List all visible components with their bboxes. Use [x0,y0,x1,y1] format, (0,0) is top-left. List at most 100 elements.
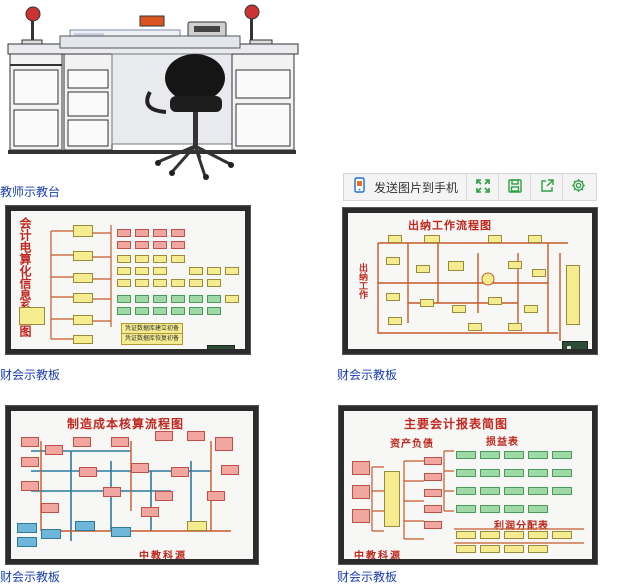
flow-node [117,295,131,303]
section-header-balance: 资产负债 [390,439,434,450]
settings-button[interactable] [563,174,594,200]
flow-node [504,545,524,553]
flowchart-lines [50,225,112,340]
side-label: 出纳工作 [357,263,367,299]
board-device [562,341,588,349]
flow-node [456,451,476,459]
caption-board-2[interactable]: 财会示教板 [337,368,398,382]
flow-node [488,297,502,305]
teacher-desk-image[interactable] [0,0,300,182]
board-footer: 中教科源 [354,551,402,559]
flow-node [566,265,580,325]
save-icon [507,178,522,197]
save-button[interactable] [499,174,532,200]
flow-node [424,521,442,529]
flow-node [73,437,91,447]
flow-node [424,235,440,243]
flow-node [504,505,524,513]
send-to-phone-label: 发送图片到手机 [374,180,459,195]
flow-node [524,305,538,313]
flow-node [225,295,239,303]
board-title: 主要会计报表简图 [404,417,509,431]
board-cost-accounting-image[interactable]: 制造成本核算流程图 中教科源 [5,405,259,565]
phone-send-icon [352,177,368,197]
image-toolbar: 发送图片到手机 [343,173,597,201]
board-surface: 制造成本核算流程图 中教科源 [11,411,253,559]
flow-node [456,487,476,495]
flow-node [135,267,149,275]
flow-node [153,295,167,303]
board-title: 制造成本核算流程图 [67,417,185,431]
board-title: 出纳工作流程图 [408,219,492,232]
flow-node [171,295,185,303]
flow-node [117,255,131,263]
flow-node [207,491,225,501]
flow-node [73,293,93,303]
flow-node [352,461,370,475]
flow-node [17,523,37,533]
flow-node [189,295,203,303]
flow-node [532,269,546,277]
flow-node [21,457,39,467]
flow-node [153,279,167,287]
flow-node [456,545,476,553]
fullscreen-icon [475,178,490,197]
flow-node [528,235,542,243]
flow-node [552,451,572,459]
flow-node [424,489,442,497]
flow-node [452,305,466,313]
flow-node [41,529,61,539]
caption-board-3[interactable]: 财会示教板 [0,570,61,584]
flow-node [388,235,402,243]
board-surface: 会计电算化信息系统图 [11,211,245,349]
share-button[interactable] [531,174,564,200]
flow-node [508,323,522,331]
flow-node [131,463,149,473]
send-to-phone-button[interactable]: 发送图片到手机 [344,174,468,200]
caption-board-4[interactable]: 财会示教板 [337,570,398,584]
flow-node [448,261,464,271]
flow-node [225,267,239,275]
flow-node [189,279,203,287]
caption-teacher-desk[interactable]: 教师示教台 [0,185,61,199]
flow-node [528,531,548,539]
flow-node [153,241,167,249]
flow-node [528,487,548,495]
flow-node [424,473,442,481]
flow-node [468,323,482,331]
flow-node [386,257,400,265]
note-label: 凭证数据库恢复初备 [121,333,184,345]
flow-node [117,267,131,275]
flow-node [171,255,185,263]
flow-node [135,279,149,287]
flow-node [73,335,93,344]
flow-node [41,503,59,513]
flow-node [135,307,149,315]
flow-node [103,487,121,497]
flow-node [117,241,131,249]
flow-node [384,471,400,527]
flow-node [508,261,522,269]
flowchart-lines [371,450,584,544]
flow-node [207,267,221,275]
flow-node [552,531,572,539]
flow-node [504,531,524,539]
caption-board-1[interactable]: 财会示教板 [0,368,61,382]
flow-node [528,545,548,553]
flow-node [19,307,45,325]
flow-node [528,469,548,477]
board-accounting-system-image[interactable]: 会计电算化信息系统图 [5,205,251,355]
flow-node [504,469,524,477]
flowchart-lines [377,242,568,341]
flow-node [171,307,185,315]
flow-node [141,507,159,517]
fullscreen-button[interactable] [467,174,500,200]
flow-node [488,235,502,243]
board-cashier-workflow-image[interactable]: 出纳工作流程图 出纳工作 [342,207,598,355]
flow-node [73,251,93,261]
flow-node [424,457,442,465]
flow-node [21,481,39,491]
board-device [207,345,235,349]
board-financial-statements-image[interactable]: 主要会计报表简图 资产负债 损益表 利润分配表 [338,405,598,565]
flow-node [171,467,189,477]
